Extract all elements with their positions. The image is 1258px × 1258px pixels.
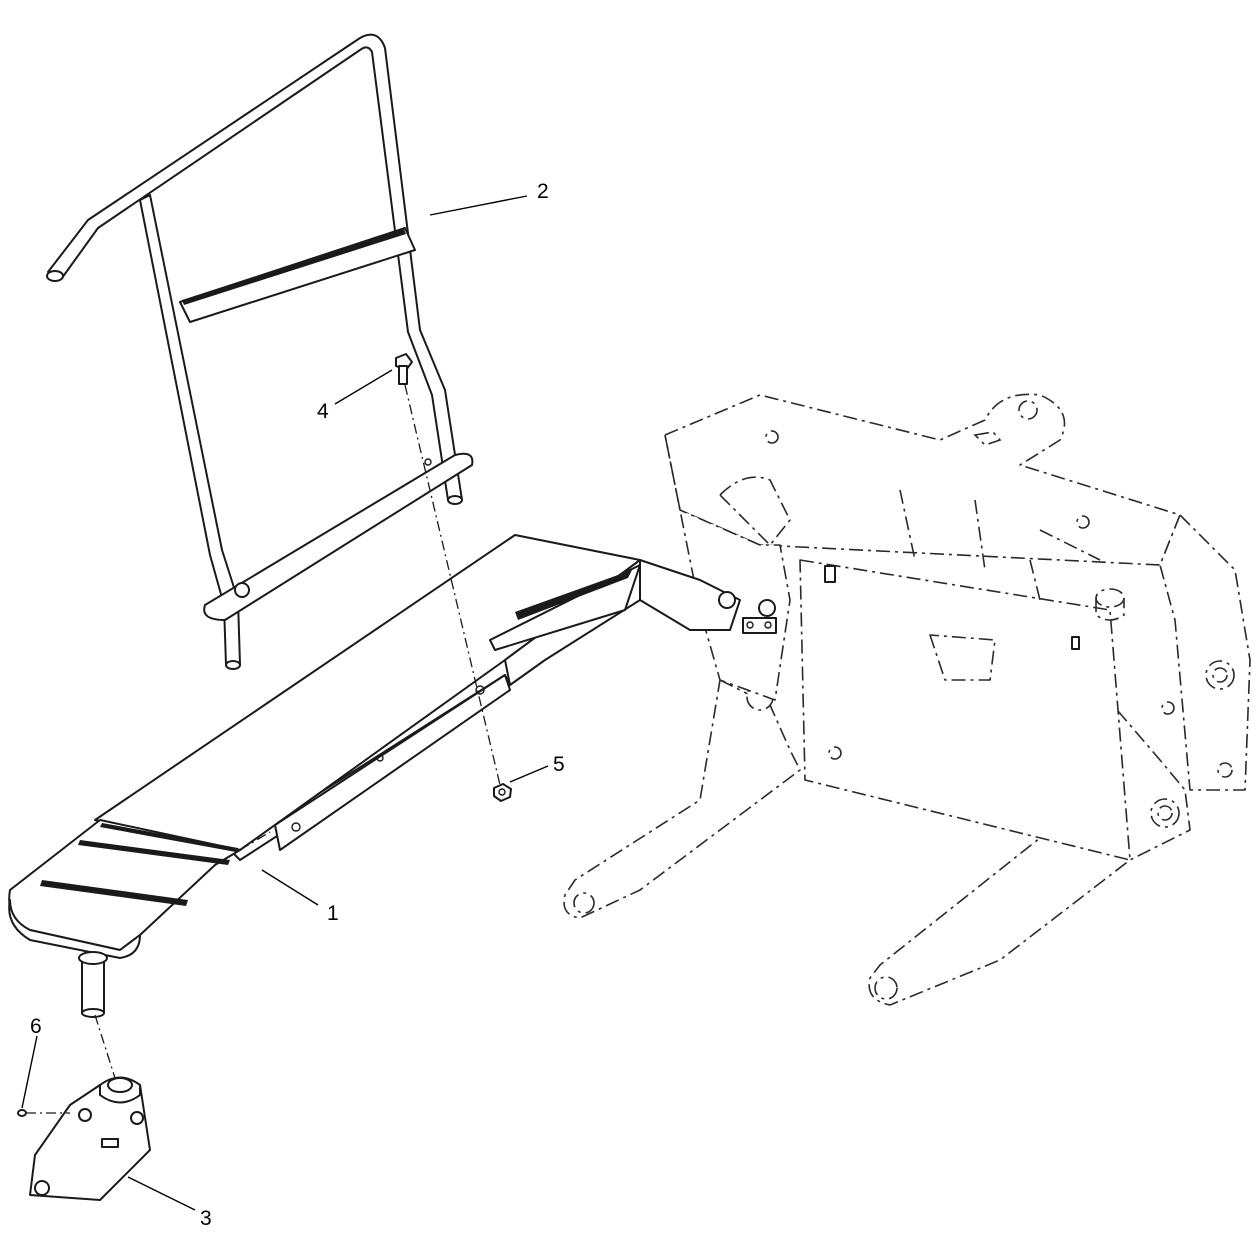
frame-mount-boss [1095,588,1125,608]
handrail-base-bolt [234,582,250,598]
bracket-bolt-b [130,1111,144,1125]
handrail-base-plate [203,452,474,621]
callout-6: 6 [30,1015,42,1038]
part-2-handrail [46,33,474,670]
handrail-tube [47,33,463,501]
step-pivot-pin-collar [78,951,108,965]
callout-4: 4 [317,400,329,423]
callout-1: 1 [327,902,339,925]
leader-2 [429,195,528,216]
rear-bracket-bolt-head-b [758,599,776,617]
right-side-plate-hole-mid [1161,701,1175,715]
bracket-bolt-a [78,1108,92,1122]
back-plate-hole [828,746,842,760]
right-arm-pivot-hole [874,976,898,1000]
rear-bracket-bolt-head-a [718,591,736,609]
nut-bore [498,788,506,796]
top-plate-slot [973,431,1002,446]
step-pad-tread-2 [40,880,188,906]
step-pad-tread-1 [78,840,230,865]
top-plate-lug-hole [1018,400,1038,420]
part-6-grease-fitting [17,1109,27,1117]
rail-hole-mid [376,754,384,762]
frame-inner-web [899,489,1101,601]
rear-bracket-plate-hole-a [746,621,754,629]
rail-hole-rear [475,685,485,695]
step-rear-plate-shadow [515,570,632,620]
part-4-bolt [395,353,413,385]
top-plate-hole-a [765,430,779,444]
leader-3 [127,1176,196,1211]
top-plate-hole-b [1076,515,1090,529]
callout-3: 3 [200,1207,212,1230]
frame-inner-cross-member [719,476,791,546]
bracket-bolt-c [34,1180,50,1196]
leader-5 [509,765,549,783]
part-3-pivot-bracket [29,1076,151,1201]
right-side-plate-hole-inner [1212,667,1228,683]
step-pivot-pin [81,957,105,1014]
leader-1 [261,869,319,906]
right-arm-upper-hole-inner [1157,805,1173,821]
centerline-rail-hidden [239,831,271,851]
callout-5: 5 [553,753,565,776]
part-1-step-platform [8,534,777,1018]
step-lower-channel [274,674,511,851]
handrail-cross-bar-shadow [182,229,406,305]
rail-hole-front [291,822,301,832]
step-pivot-pin-end [81,1008,105,1018]
frame-tab-right [1071,636,1080,650]
step-rear-bracket [639,559,741,631]
centerline-pin-to-bracket [94,1014,116,1079]
frame-mount-boss-body [1095,598,1125,621]
handrail-left-leg-end [225,660,241,670]
bracket-boss-bore [107,1077,133,1093]
frame-right-side-plate [1159,514,1251,791]
rear-bracket-plate-hole-b [764,621,772,629]
step-foot-pad-front-edge [8,899,141,959]
bolt-shank [398,365,408,385]
handrail-right-leg-end [447,495,463,505]
centerline-bolt-to-nut [404,384,501,786]
bracket-slot [101,1138,119,1148]
step-pad-tread-3 [100,823,238,852]
grease-fitting [17,1109,27,1117]
handrail-tube-end [46,270,64,282]
nut-body [493,783,512,802]
left-arm-pivot-hole [573,892,595,914]
step-top-surface [94,534,641,851]
frame-back-plate [799,559,1131,861]
callout-2: 2 [537,180,549,203]
right-side-plate-hole-lower [1217,762,1233,778]
leader-4 [334,369,393,405]
handrail-base-hole [424,458,432,466]
frame-left-arm [563,679,801,919]
frame-top-plate [664,393,1181,566]
part-5-nut [493,783,512,802]
frame-lower-bulge [929,634,996,681]
frame-assembly-phantom [563,393,1251,1006]
frame-tab-left [824,565,836,583]
leader-6 [21,1035,38,1109]
